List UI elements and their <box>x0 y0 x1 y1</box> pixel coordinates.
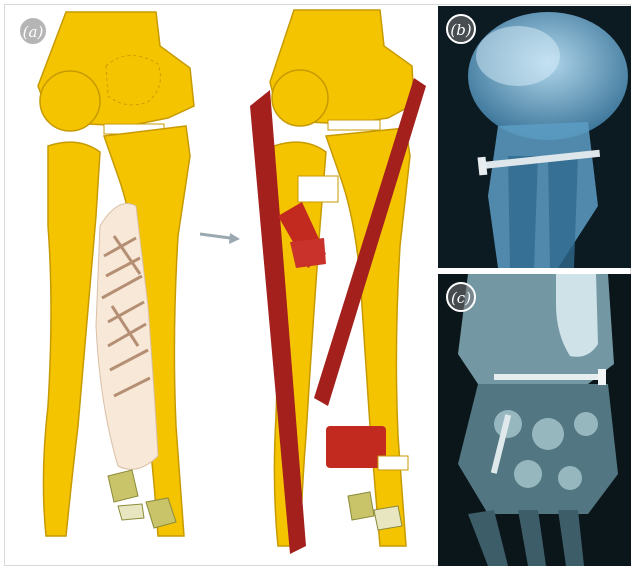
xray-lateral-view-icon <box>438 6 631 268</box>
panel-a-illustration: (a) <box>8 6 426 564</box>
xray-ap-view-icon <box>438 274 631 566</box>
left-forearm <box>38 12 194 536</box>
panel-b-label: (b) <box>446 14 476 44</box>
panel-c-xray: (c) <box>438 274 631 566</box>
panel-b-xray: (b) <box>438 6 631 268</box>
panel-a-label: (a) <box>18 16 48 46</box>
right-forearm <box>250 10 426 554</box>
panel-c-label: (c) <box>446 282 476 312</box>
transition-arrow <box>200 233 240 244</box>
forearm-diagram-icon <box>8 6 426 564</box>
